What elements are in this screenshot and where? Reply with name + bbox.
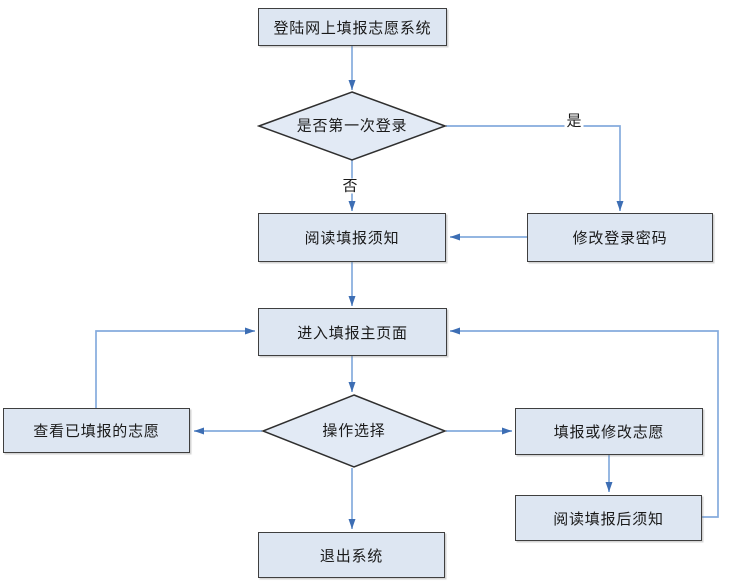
- node-main-page-label: 进入填报主页面: [297, 323, 408, 342]
- node-view-filled: 查看已填报的志愿: [3, 408, 190, 453]
- diamond-shape: [261, 394, 447, 468]
- node-modify-password: 修改登录密码: [527, 213, 713, 262]
- node-main-page: 进入填报主页面: [258, 308, 447, 356]
- operation-decision-shape: [261, 394, 447, 468]
- node-view-filled-label: 查看已填报的志愿: [33, 422, 160, 440]
- node-exit-system: 退出系统: [258, 532, 445, 578]
- node-first-login-decision: 是否第一次登录: [257, 91, 447, 161]
- node-read-after-notice: 阅读填报后须知: [515, 495, 702, 541]
- node-login: 登陆网上填报志愿系统: [258, 8, 447, 46]
- edge-label-no: 否: [340, 176, 360, 195]
- node-operation-decision: 操作选择: [261, 394, 447, 468]
- node-login-label: 登陆网上填报志愿系统: [273, 18, 432, 37]
- node-modify-password-label: 修改登录密码: [572, 229, 668, 247]
- first-login-decision-shape: [257, 91, 447, 161]
- node-read-notice-label: 阅读填报须知: [304, 229, 400, 247]
- node-exit-system-label: 退出系统: [319, 546, 384, 565]
- node-read-notice: 阅读填报须知: [258, 213, 446, 262]
- connector-decision-yes-to-modify-password: [446, 125, 624, 211]
- connector-view-filled-to-main-page: [95, 327, 255, 408]
- node-fill-or-modify-label: 填报或修改志愿: [553, 423, 665, 441]
- node-fill-or-modify: 填报或修改志愿: [515, 408, 703, 455]
- node-read-after-notice-label: 阅读填报后须知: [553, 509, 664, 528]
- node-first-login-decision-label: 是否第一次登录: [296, 116, 408, 135]
- connector-read-after-to-main-page: [450, 327, 719, 518]
- edge-label-yes: 是: [564, 111, 584, 130]
- diamond-shape: [257, 91, 447, 161]
- node-operation-decision-label: 操作选择: [322, 421, 386, 440]
